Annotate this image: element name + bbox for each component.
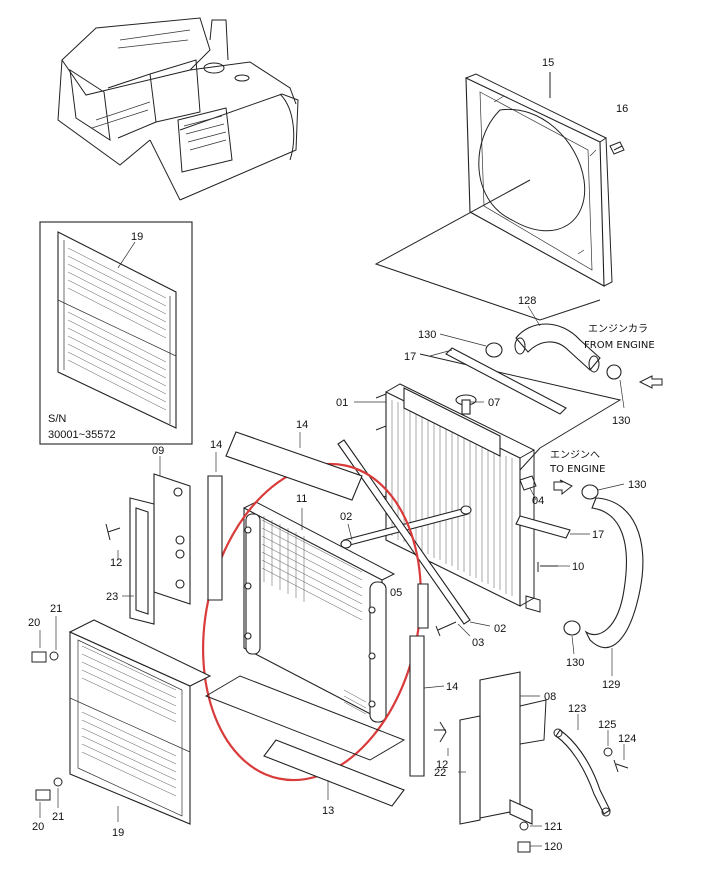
inset-box: 19 S/N 30001~35572 — [39, 221, 193, 445]
callout-09: 09 — [152, 445, 164, 457]
upper-hose — [514, 305, 601, 373]
callout-05: 05 — [390, 587, 402, 599]
note-from-engine-jp: エンジンカラ — [588, 323, 648, 335]
callout-14-b: 14 — [210, 439, 222, 451]
callout-17-b: 17 — [592, 529, 604, 541]
callout-129: 129 — [602, 679, 620, 691]
callout-21-b: 21 — [52, 811, 64, 823]
callout-125: 125 — [598, 719, 616, 731]
callout-20-b: 20 — [32, 821, 44, 833]
callout-130-d: 130 — [566, 657, 584, 669]
callout-16: 16 — [616, 103, 628, 115]
fan-shroud — [465, 72, 625, 287]
note-from-engine-en: FROM ENGINE — [584, 340, 655, 351]
callout-130-a: 130 — [418, 329, 436, 341]
callout-128: 128 — [518, 295, 536, 307]
callout-124: 124 — [618, 733, 636, 745]
callout-14-c: 14 — [446, 681, 458, 693]
inset-part-number: 19 — [131, 231, 143, 243]
oil-cooler — [243, 501, 396, 723]
callout-04: 04 — [532, 495, 544, 507]
callout-130-b: 130 — [612, 415, 630, 427]
callout-12-b: 12 — [436, 759, 448, 771]
callout-08: 08 — [544, 691, 556, 703]
front-grille — [68, 619, 212, 825]
callout-17-a: 17 — [404, 351, 416, 363]
inset-serial-label: S/N — [48, 413, 66, 425]
callout-01: 01 — [336, 397, 348, 409]
callout-02-a: 02 — [340, 511, 352, 523]
callout-12-a: 12 — [110, 557, 122, 569]
callout-07: 07 — [488, 397, 500, 409]
excavator-thumbnail — [57, 17, 299, 201]
callout-14-a: 14 — [296, 419, 308, 431]
callout-21-a: 21 — [50, 603, 62, 615]
inset-serial-range: 30001~35572 — [48, 429, 116, 441]
callout-10: 10 — [572, 561, 584, 573]
callout-02-b: 02 — [494, 623, 506, 635]
callout-20-a: 20 — [28, 617, 40, 629]
note-to-engine-en: TO ENGINE — [549, 464, 605, 475]
left-bracket — [105, 456, 191, 625]
right-bracket — [434, 671, 547, 825]
callout-130-c: 130 — [628, 479, 646, 491]
callout-120: 120 — [544, 841, 562, 853]
callout-13: 13 — [322, 805, 334, 817]
callout-11: 11 — [296, 493, 307, 505]
callout-03: 03 — [472, 637, 484, 649]
callout-121: 121 — [544, 821, 562, 833]
callout-15: 15 — [542, 57, 554, 69]
callout-23: 23 — [106, 591, 118, 603]
callout-22: 22 — [434, 767, 446, 779]
callout-19: 19 — [112, 827, 124, 839]
callout-123: 123 — [568, 703, 586, 715]
note-to-engine-jp: エンジンへ — [550, 450, 600, 461]
hose-clamps — [439, 333, 625, 655]
